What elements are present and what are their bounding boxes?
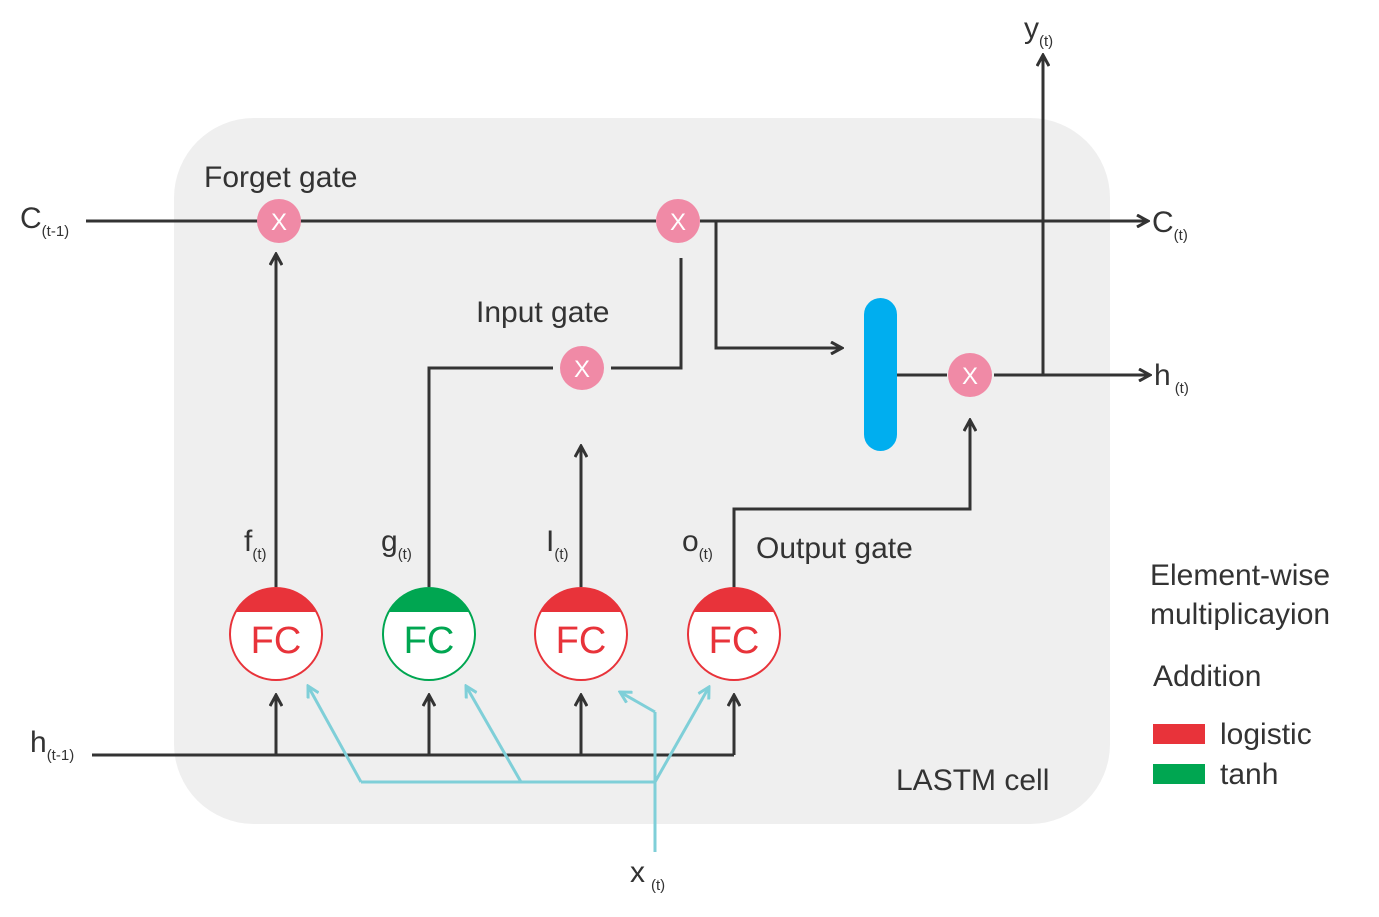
y-t-label: y(t)	[1024, 12, 1053, 50]
x-t-label: x(t)	[630, 856, 665, 894]
output-multiply-node: X	[948, 353, 992, 397]
o-signal-label: o(t)	[682, 525, 713, 563]
input-multiply-node: X	[560, 346, 604, 390]
legend-multiplication-line1: Element-wise	[1150, 559, 1330, 592]
fc-candidate: FC	[382, 587, 476, 681]
x-to-fc1-arrow	[308, 686, 363, 783]
fc-output-label: FC	[709, 620, 760, 662]
g-signal-label: g(t)	[381, 525, 412, 563]
cell-title: LASTM cell	[896, 764, 1049, 797]
forget-gate-label: Forget gate	[204, 161, 357, 194]
multiply-icon: X	[670, 209, 686, 236]
i-signal-label: I(t)	[546, 525, 569, 563]
legend-addition: Addition	[1153, 660, 1261, 693]
f-signal-label: f(t)	[244, 525, 267, 563]
h-t-label: h(t)	[1154, 359, 1189, 397]
x-to-fc4-arrow	[653, 687, 709, 783]
forget-multiply-node: X	[257, 199, 301, 243]
c-t-label: C(t)	[1152, 206, 1188, 244]
legend-multiplication-line2: multiplicayion	[1150, 598, 1330, 631]
legend-tanh-label: tanh	[1220, 758, 1278, 791]
multiply-icon: X	[271, 209, 287, 236]
multiply-icon: X	[574, 356, 590, 383]
input-gate-label: Input gate	[476, 296, 609, 329]
x-to-fc2-arrow	[466, 686, 523, 783]
legend-logistic-label: logistic	[1220, 718, 1312, 751]
legend: Element-wise multiplicayion Addition log…	[1150, 559, 1330, 791]
fc-input-label: FC	[556, 620, 607, 662]
fc-forget: FC	[229, 587, 323, 681]
fc-output: FC	[687, 587, 781, 681]
fc-input: FC	[534, 587, 628, 681]
g-line	[427, 366, 553, 587]
o-arrow	[732, 420, 970, 587]
c-prev-label: C(t-1)	[20, 202, 69, 240]
legend-tanh-swatch	[1153, 764, 1205, 784]
h-prev-label: h(t-1)	[30, 726, 74, 764]
output-gate-label: Output gate	[756, 532, 913, 565]
fc-forget-label: FC	[251, 620, 302, 662]
fc-candidate-label: FC	[404, 620, 455, 662]
input-to-add-line	[611, 258, 683, 370]
cell-tanh-bar	[864, 298, 897, 451]
x-to-fc3-arrow	[620, 692, 656, 714]
legend-logistic-swatch	[1153, 724, 1205, 744]
cell-add-node: X	[656, 199, 700, 243]
c-to-output-arrow	[700, 219, 842, 348]
multiply-icon: X	[962, 363, 978, 390]
